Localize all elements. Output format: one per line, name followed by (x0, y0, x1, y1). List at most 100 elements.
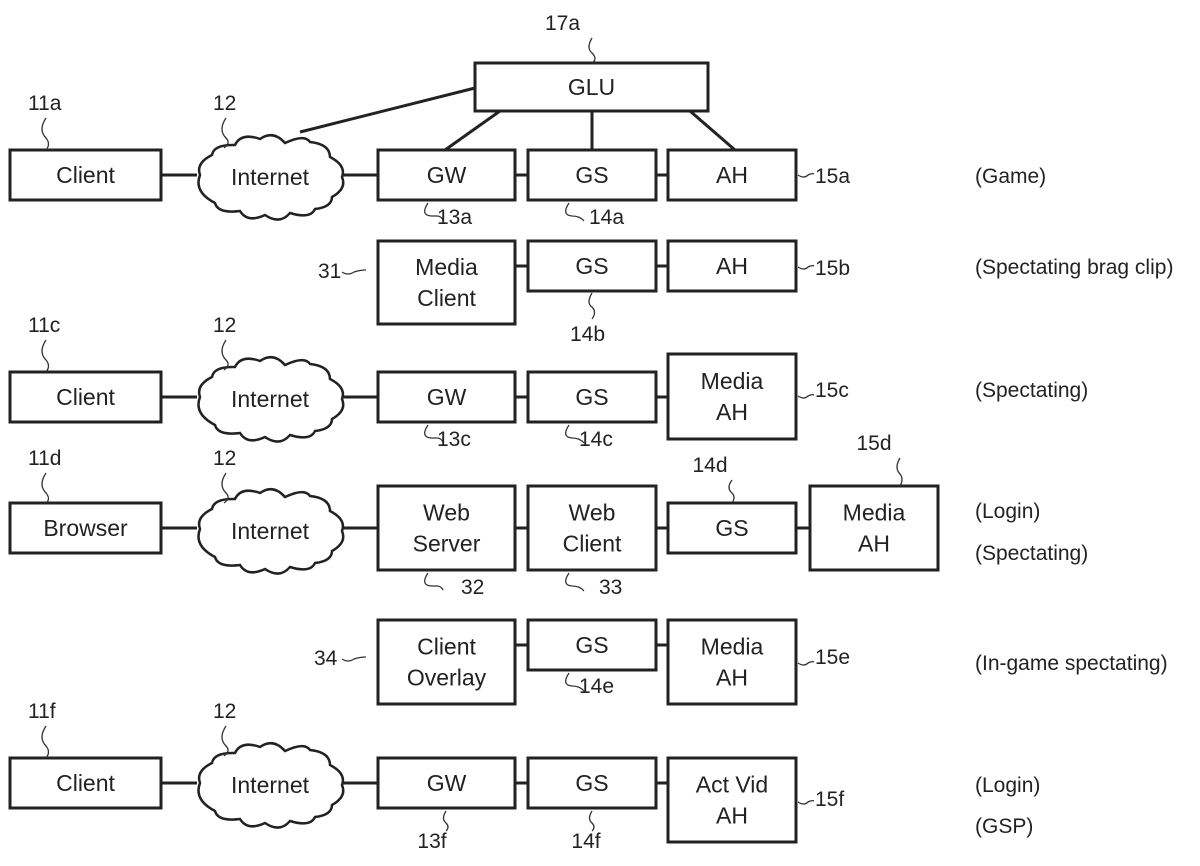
reference-numeral: 15b (815, 257, 850, 280)
reference-numeral: 31 (318, 260, 341, 283)
node-internet-c: Internet 12 (198, 314, 343, 442)
node-web-client-d: WebClient 33 (528, 486, 656, 599)
node-act-vid-ah-f: Act VidAH 15f (668, 758, 844, 842)
reference-leader-line (42, 340, 49, 372)
reference-leader-line (897, 458, 902, 486)
row-caption-b: (Spectating brag clip) (975, 256, 1173, 279)
node-label: Web (569, 500, 616, 526)
node-label: AH (858, 531, 890, 557)
reference-numeral: 11f (28, 700, 56, 723)
reference-leader-line (798, 801, 814, 804)
reference-leader-line (222, 726, 228, 756)
reference-leader-line (342, 270, 366, 274)
reference-numeral: 12 (213, 92, 236, 115)
node-label: Client (417, 634, 476, 660)
reference-leader-line (590, 811, 595, 831)
node-client-overlay-e: ClientOverlay34 (314, 620, 515, 704)
reference-numeral: 14d (692, 454, 727, 477)
node-label: Client (417, 285, 476, 311)
row-caption-d: (Login) (975, 500, 1040, 523)
reference-leader-line (566, 203, 584, 221)
reference-leader-line (729, 480, 734, 503)
reference-numeral: 13f (417, 830, 446, 853)
reference-leader-line (589, 38, 595, 63)
node-media-client-b: MediaClient 31 (318, 241, 515, 324)
node-label: Overlay (407, 665, 487, 691)
node-ah-b: AH 15b (668, 241, 850, 291)
reference-leader-line (798, 174, 814, 177)
reference-leader-line (798, 266, 814, 269)
node-label: AH (716, 399, 748, 425)
row-caption-c: (Spectating) (975, 379, 1088, 402)
node-client-f: Client 11f (10, 700, 161, 808)
reference-numeral: 17a (545, 12, 580, 35)
node-label: Client (563, 531, 622, 557)
row-caption-f: (Login) (975, 774, 1040, 797)
node-gs-a: GS 14a (528, 150, 656, 229)
node-client-c: Client11c (10, 314, 161, 422)
reference-numeral: 15c (815, 379, 849, 402)
node-media-ah-d: MediaAH 15d (810, 432, 938, 570)
reference-leader-line (566, 573, 584, 591)
node-label: Internet (231, 518, 310, 544)
node-label: GS (575, 632, 608, 658)
node-internet-d: Internet12 (198, 447, 343, 574)
node-box (668, 354, 796, 439)
node-label: Server (413, 531, 481, 557)
reference-leader-line (222, 118, 228, 148)
node-label: Internet (231, 164, 310, 190)
node-internet-f: Internet 12 (198, 700, 343, 828)
row-caption-a: (Game) (975, 165, 1046, 188)
reference-numeral: 14e (579, 675, 614, 698)
reference-numeral: 14c (579, 428, 613, 451)
node-label: GS (575, 253, 608, 279)
row-caption-d: (Spectating) (975, 542, 1088, 565)
reference-numeral: 15d (856, 432, 891, 455)
reference-numeral: 15f (815, 788, 844, 811)
node-label: Internet (231, 386, 310, 412)
node-label: AH (716, 803, 748, 829)
reference-leader-line (798, 395, 814, 398)
node-gw-f: GW13f (378, 758, 515, 853)
reference-leader-line (42, 118, 49, 150)
node-label: Client (56, 384, 115, 410)
node-label: GW (427, 384, 467, 410)
node-ah-a: AH 15a (668, 150, 850, 200)
reference-leader-line (42, 726, 49, 758)
reference-leader-line (222, 340, 228, 370)
node-client-a: Client11a (10, 92, 161, 200)
node-browser-d: Browser11d (10, 447, 161, 553)
node-label: GS (715, 515, 748, 541)
node-label: GS (575, 162, 608, 188)
row-caption-f: (GSP) (975, 815, 1033, 838)
connector-glu-ah_a (690, 111, 735, 150)
node-label: AH (716, 162, 748, 188)
node-label: AH (716, 253, 748, 279)
node-gs-f: GS14f (528, 758, 656, 853)
node-label: Internet (231, 772, 310, 798)
connector-glu-gw_a (445, 111, 500, 150)
node-label: Client (56, 770, 115, 796)
node-label: GS (575, 384, 608, 410)
node-label: Media (843, 500, 906, 526)
node-media-ah-e: MediaAH15e (668, 620, 850, 704)
node-label: Act Vid (696, 772, 768, 798)
node-media-ah-c: MediaAH 15c (668, 354, 849, 439)
reference-leader-line (342, 657, 366, 661)
reference-leader-line (42, 473, 49, 503)
reference-numeral: 12 (213, 314, 236, 337)
node-label: Media (701, 634, 764, 660)
node-label: Media (415, 254, 478, 280)
connector-glu-internet_a (300, 88, 475, 132)
node-label: Web (423, 500, 470, 526)
reference-numeral: 14b (570, 323, 605, 346)
node-label: Media (701, 368, 764, 394)
node-glu: GLU17a (475, 12, 708, 111)
reference-numeral: 15a (815, 165, 850, 188)
reference-numeral: 12 (213, 700, 236, 723)
reference-numeral: 11d (28, 447, 61, 470)
node-gw-c: GW13c (378, 372, 515, 451)
reference-numeral: 33 (599, 576, 622, 599)
reference-numeral: 14a (589, 206, 624, 229)
